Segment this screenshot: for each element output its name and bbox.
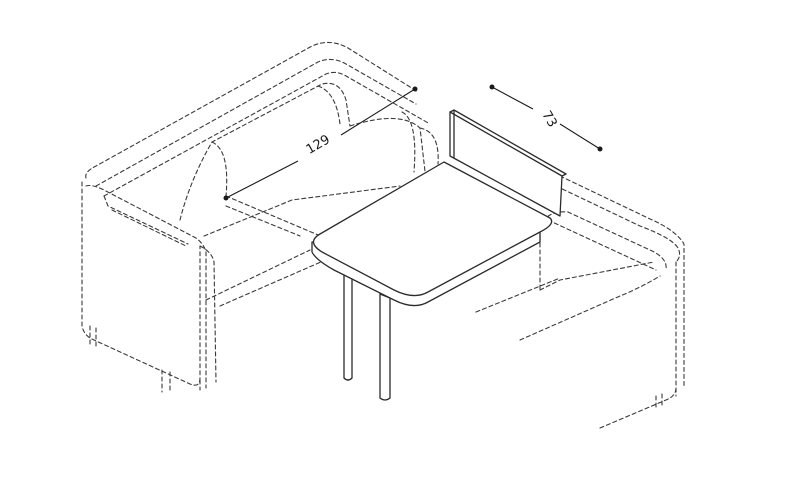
depth-dimension-label: 73 bbox=[538, 108, 559, 130]
table bbox=[311, 109, 567, 401]
depth-dimension-line-lower bbox=[559, 123, 601, 150]
sofa-back-top-edge bbox=[85, 41, 419, 179]
right-sofa-base bbox=[599, 387, 677, 429]
length-dimension: 129 bbox=[223, 86, 418, 201]
depth-dimension-line-upper bbox=[491, 86, 534, 110]
length-dimension-endpoint-right bbox=[412, 86, 418, 92]
length-dimension-line-upper bbox=[340, 88, 416, 136]
sofa-leg-left bbox=[89, 325, 97, 349]
table-leg-left bbox=[343, 269, 353, 381]
depth-dimension-endpoint-bottom bbox=[597, 146, 603, 152]
table-back-panel bbox=[449, 111, 563, 217]
length-dimension-endpoint-left bbox=[223, 195, 229, 201]
right-sofa-arm bbox=[539, 211, 667, 271]
right-sofa-top-edge bbox=[555, 185, 681, 263]
table-leg-front bbox=[379, 293, 391, 401]
right-sofa-leg bbox=[655, 393, 663, 409]
length-dimension-label: 129 bbox=[304, 132, 333, 157]
sofa-back-cushion bbox=[179, 82, 351, 221]
depth-dimension-endpoint-top bbox=[489, 84, 495, 90]
table-top bbox=[312, 161, 553, 297]
depth-dimension: 73 bbox=[489, 84, 603, 152]
sofa-seat-edge bbox=[203, 185, 401, 237]
sofa-leg-front bbox=[161, 369, 171, 393]
right-sofa-outline bbox=[475, 175, 685, 429]
length-dimension-line-lower bbox=[225, 160, 299, 199]
left-sofa-outline bbox=[81, 41, 439, 393]
